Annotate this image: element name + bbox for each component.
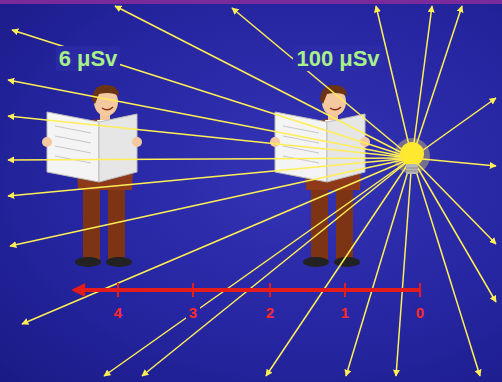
- reader-near: [270, 85, 370, 267]
- distance-number: 4: [111, 304, 125, 321]
- distance-number: 1: [338, 304, 352, 321]
- light-rays: [8, 6, 496, 376]
- dose-value: 100 μSv: [293, 46, 382, 71]
- reader-far: [42, 85, 142, 267]
- distance-number: 3: [186, 304, 200, 321]
- light-bulb: [394, 138, 430, 174]
- distance-number: 0: [413, 304, 427, 321]
- dose-value: 6 μSv: [56, 46, 121, 71]
- distance-axis: [74, 283, 420, 297]
- distance-number: 2: [263, 304, 277, 321]
